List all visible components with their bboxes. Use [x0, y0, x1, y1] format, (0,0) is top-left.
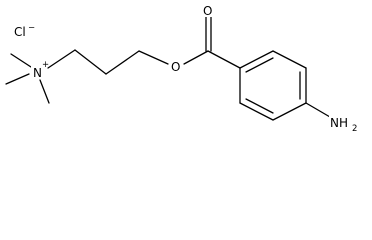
chloride-ion: Cl −: [14, 23, 35, 39]
quaternary-nitrogen: N +: [31, 60, 49, 80]
methyl-bond-lower: [39, 79, 50, 104]
ester-o-carbonyl-bond: [183, 50, 209, 65]
bond-set: [5, 16, 331, 121]
amine-group: NH 2: [329, 114, 361, 134]
ring-bond-2: [272, 50, 307, 69]
ring-inner-bond-3: [245, 98, 274, 114]
chain-bond-1: [47, 49, 76, 69]
ester-oxygen-symbol: O: [171, 60, 180, 74]
chain-bond-4: [138, 50, 169, 65]
methyl-bond-upper: [10, 53, 32, 68]
carbonyl-oxygen: O: [201, 3, 215, 18]
amine-symbol: NH: [330, 116, 348, 130]
ring-bond-4: [272, 102, 307, 121]
methyl-bond-left: [5, 73, 30, 85]
ring-bond-1: [239, 50, 274, 69]
ring-bond-5: [239, 102, 274, 121]
amine-bond: [305, 102, 331, 118]
atom-labels: N + O O NH 2: [31, 3, 361, 134]
chain-bond-2: [74, 49, 107, 75]
structure-diagram: Cl − N +: [5, 3, 361, 134]
nitrogen-symbol: N: [33, 66, 42, 80]
chloride-charge: −: [28, 23, 35, 33]
ester-oxygen: O: [169, 59, 183, 74]
carbonyl-oxygen-symbol: O: [203, 4, 212, 18]
ring-inner-bond-1: [245, 57, 274, 73]
chloride-symbol: Cl: [14, 25, 26, 39]
chain-bond-3: [105, 50, 140, 75]
carbonyl-ring-bond: [207, 50, 241, 69]
amine-subscript: 2: [352, 124, 357, 134]
nitrogen-charge: +: [42, 60, 49, 70]
